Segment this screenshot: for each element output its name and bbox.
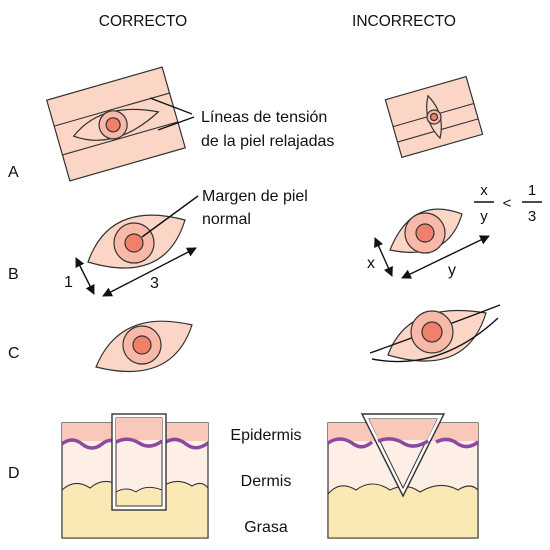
- epidermis-line: [165, 437, 210, 450]
- leader-line: [149, 97, 193, 115]
- specimen-epidermis-line: [115, 437, 164, 448]
- ratio-operator: <: [503, 195, 512, 212]
- lesion: [415, 223, 435, 243]
- ratio-denominator-left: y: [480, 208, 488, 225]
- header-correct: CORRECTO: [99, 13, 187, 30]
- dog-ear-line: [371, 317, 499, 363]
- leader-line: [157, 116, 195, 131]
- layer-label-epidermis: Epidermis: [230, 427, 301, 444]
- tension-lines-label-1: Líneas de tensión: [201, 109, 327, 126]
- dim-long-correct: 3: [150, 275, 159, 292]
- header-incorrect: INCORRECTO: [352, 13, 456, 30]
- specimen-epidermis: [116, 418, 162, 440]
- lesion: [124, 233, 144, 253]
- row-label-b: B: [8, 266, 19, 283]
- row-a-correct: [46, 66, 195, 182]
- lesion: [132, 335, 152, 355]
- fat-layer: [327, 483, 479, 539]
- row-label-a: A: [8, 164, 19, 181]
- row-b-incorrect: [374, 208, 490, 279]
- tension-line: [62, 121, 178, 156]
- specimen-fat: [115, 486, 163, 507]
- ratio-formula: x y < 1 3: [474, 182, 542, 225]
- ratio-numerator-left: x: [480, 182, 488, 199]
- lesion: [421, 321, 443, 343]
- v-specimen-epidermis-line: [377, 437, 429, 448]
- ratio-numerator-right: 1: [528, 182, 536, 199]
- margin-label-2: normal: [202, 211, 251, 228]
- row-d-incorrect: [327, 413, 480, 539]
- row-c-incorrect: [369, 304, 501, 363]
- epidermis-line: [60, 438, 116, 450]
- margin-leader-line: [141, 195, 199, 238]
- lesion: [429, 112, 439, 122]
- row-b-correct: [75, 195, 199, 297]
- length-arrow: [401, 235, 490, 279]
- v-specimen-epidermis: [369, 419, 437, 440]
- layer-label-fat: Grasa: [244, 519, 288, 536]
- epidermis-line: [435, 437, 480, 449]
- dim-short-incorrect: x: [367, 255, 375, 272]
- row-a-incorrect: [384, 75, 484, 159]
- epidermis-line: [327, 437, 374, 449]
- row-d-correct: [60, 413, 210, 539]
- width-arrow: [75, 257, 95, 295]
- dim-short-correct: 1: [64, 274, 73, 291]
- row-c-correct: [95, 320, 193, 373]
- length-arrow: [102, 247, 197, 297]
- ratio-denominator-right: 3: [528, 208, 536, 225]
- row-label-d: D: [8, 465, 20, 482]
- layer-label-dermis: Dermis: [241, 473, 292, 490]
- row-label-c: C: [8, 345, 20, 362]
- dim-long-incorrect: y: [448, 262, 456, 279]
- margin-label-1: Margen de piel: [202, 188, 308, 205]
- width-arrow: [374, 237, 393, 277]
- lesion: [105, 117, 121, 133]
- tension-lines-label-2: de la piel relajadas: [201, 133, 334, 150]
